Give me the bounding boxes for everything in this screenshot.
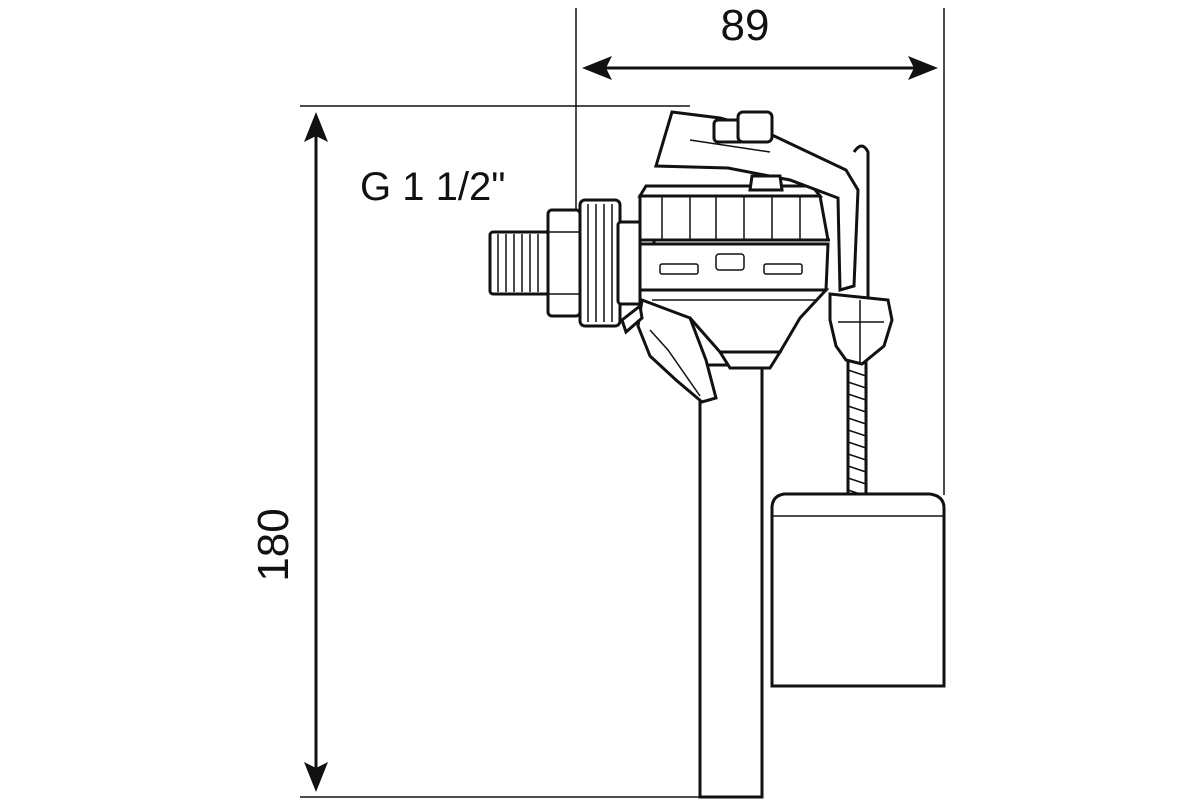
valve-body <box>638 242 830 370</box>
lever-arm <box>654 110 860 292</box>
width-dimension: 89 <box>575 1 945 495</box>
threaded-inlet <box>488 208 582 318</box>
outlet-nozzle <box>620 297 718 404</box>
height-dimension: 180 <box>249 105 760 798</box>
height-arrow-top <box>304 112 328 142</box>
width-arrow-left <box>582 56 612 80</box>
height-dimension-label: 180 <box>249 508 298 581</box>
float-cup <box>770 492 946 688</box>
float-clip <box>828 292 894 366</box>
width-dimension-label: 89 <box>721 1 770 50</box>
width-arrow-right <box>908 56 938 80</box>
valve-head <box>637 184 830 242</box>
lock-nut <box>578 198 656 328</box>
valve-tube <box>698 363 764 799</box>
float-rod <box>846 144 870 500</box>
height-arrow-bottom <box>304 762 328 792</box>
fill-valve <box>488 110 946 799</box>
thread-size-label: G 1 1/2" <box>360 165 505 209</box>
